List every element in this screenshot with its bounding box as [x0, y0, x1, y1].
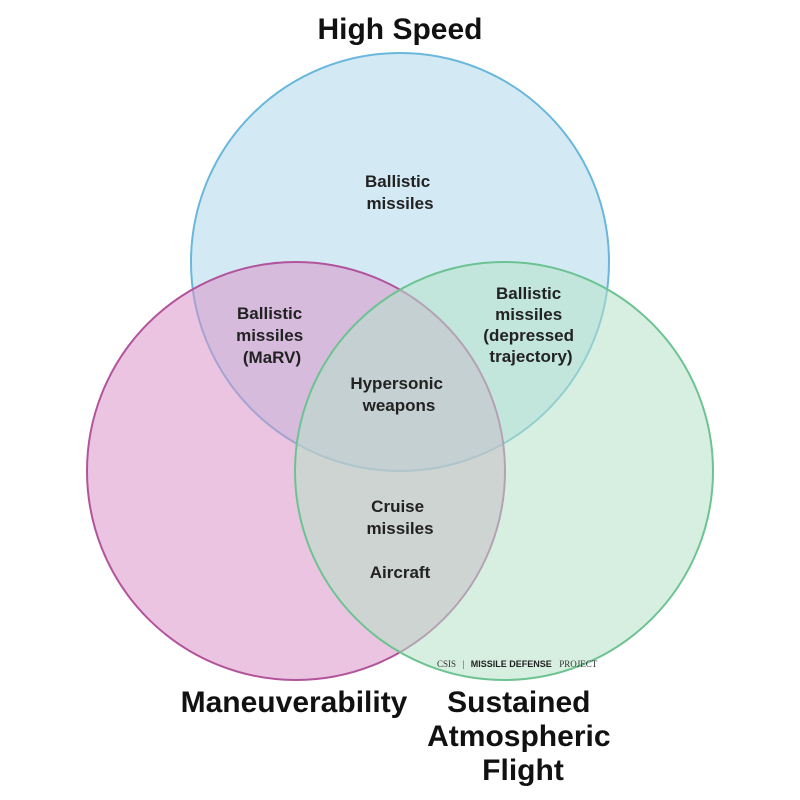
circle-sustained-atmospheric-flight [294, 261, 714, 681]
csis-logo: CSIS | MISSILE DEFENSE PROJECT [437, 654, 598, 671]
set-title-sustained-atmospheric-flight: Sustained Atmospheric Flight [427, 686, 619, 787]
region-label-high-speed-maneuverability: Ballistic missiles (MaRV) [236, 304, 308, 367]
region-label-cruise-missiles: Cruise missiles [366, 497, 433, 538]
logo-project-rest: PROJECT [559, 659, 598, 669]
region-label-high-speed-sustained-flight: Ballistic missiles (depressed trajectory… [483, 284, 578, 366]
logo-project-bold: MISSILE DEFENSE [471, 659, 552, 669]
logo-separator: | [462, 659, 464, 669]
region-label-all-three: Hypersonic weapons [350, 374, 447, 415]
svg-text:CSIS | MISSILE DEF: CSIS | MISSILE DEFENSE PROJECT [437, 654, 598, 671]
region-label-aircraft: Aircraft [370, 563, 431, 582]
set-title-high-speed: High Speed [317, 13, 482, 46]
set-title-maneuverability: Maneuverability [181, 686, 408, 719]
logo-org: CSIS [437, 659, 456, 669]
region-label-high-speed-only: Ballistic missiles [365, 172, 435, 213]
